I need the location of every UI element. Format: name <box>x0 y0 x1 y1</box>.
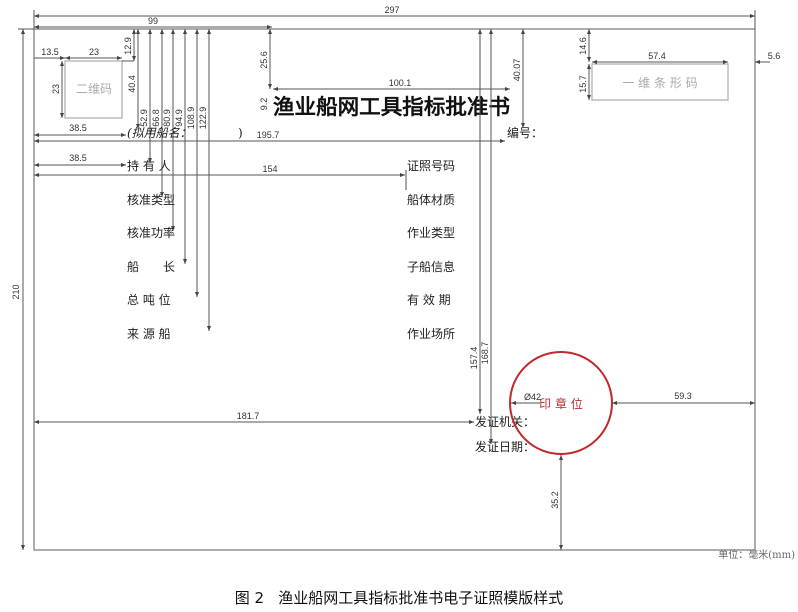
dim-label: 108.9 <box>186 107 196 130</box>
dim-label: 15.7 <box>578 75 588 93</box>
seal-label: 印 章 位 <box>539 396 583 411</box>
dim-label: 23 <box>51 84 61 94</box>
figure-caption: 图 2 渔业船网工具指标批准书电子证照模版样式 <box>235 589 564 607</box>
dim-page-width: 297 <box>33 5 756 29</box>
field-label-validity: 有 效 期 <box>407 292 451 307</box>
field-label-approval-type: 核准类型 <box>127 193 175 207</box>
unit-note: 单位：毫米(mm) <box>718 548 795 561</box>
field-label-source-ship: 来 源 船 <box>127 327 171 341</box>
dim-left-block: 99 <box>34 16 272 29</box>
dim-label: 59.3 <box>674 391 692 401</box>
dim-field-tops: 52.9 66.8 80.9 94.9 108.9 122.9 <box>139 29 211 331</box>
field-label-approved-power: 核准功率 <box>127 225 175 240</box>
dim-label: 25.6 <box>259 51 269 69</box>
field-label-operation-type: 作业类型 <box>407 226 455 240</box>
field-label-operation-area: 作业场所 <box>407 327 455 341</box>
certificate-frame <box>33 28 756 551</box>
dim-label: 12.9 <box>123 37 133 55</box>
dim-label: 57.4 <box>648 51 666 61</box>
ship-name-close: ) <box>238 126 243 140</box>
dim-label: 122.9 <box>198 107 208 130</box>
dim-label: 157.4 <box>469 347 479 370</box>
field-label-ship-length: 船 长 <box>127 260 175 274</box>
issue-date-label: 发证日期： <box>475 439 535 454</box>
dim-label: 52.9 <box>139 109 149 127</box>
dim-label: 168.7 <box>480 342 490 365</box>
dim-label: 80.9 <box>162 109 172 127</box>
dim-label: 40.07 <box>512 59 522 82</box>
ship-name-label: (拟用船名： <box>127 126 192 140</box>
dim-page-height: 210 <box>11 28 34 550</box>
serial-label: 编号： <box>507 125 543 140</box>
dim-label: 38.5 <box>69 153 87 163</box>
issuer-label: 发证机关： <box>475 414 535 429</box>
dim-label: Ø42 <box>524 392 541 402</box>
certificate-title: 渔业船网工具指标批准书 <box>273 95 510 119</box>
field-label-holder: 持 有 人 <box>127 158 171 173</box>
dim-label: 66.8 <box>151 109 161 127</box>
dim-label: 13.5 <box>41 47 59 57</box>
dim-label: 100.1 <box>389 78 412 88</box>
dim-label: 35.2 <box>550 491 560 509</box>
dim-label: 40.4 <box>127 75 137 93</box>
dim-label: 94.9 <box>174 109 184 127</box>
dim-label: 9.2 <box>259 98 269 111</box>
dim-label: 297 <box>384 5 399 15</box>
dim-label: 181.7 <box>237 411 260 421</box>
dim-label: 38.5 <box>69 123 87 133</box>
field-label-hull-material: 船体材质 <box>407 193 455 207</box>
field-label-certificate-number: 证照号码 <box>407 159 455 173</box>
dim-label: 195.7 <box>257 130 280 140</box>
barcode-placeholder-label: 一 维 条 形 码 <box>622 76 697 90</box>
qr-placeholder-label: 二维码 <box>76 82 112 96</box>
qr-code-placeholder <box>64 60 123 119</box>
dim-label: 99 <box>148 16 158 26</box>
dim-label: 14.6 <box>578 37 588 55</box>
dim-label: 5.6 <box>768 51 781 61</box>
dim-label: 210 <box>11 284 21 299</box>
field-label-sub-ship-info: 子船信息 <box>407 259 455 274</box>
dim-label: 23 <box>89 47 99 57</box>
field-label-gross-tonnage: 总 吨 位 <box>127 292 171 307</box>
barcode-placeholder <box>591 63 729 101</box>
dim-label: 154 <box>262 164 277 174</box>
